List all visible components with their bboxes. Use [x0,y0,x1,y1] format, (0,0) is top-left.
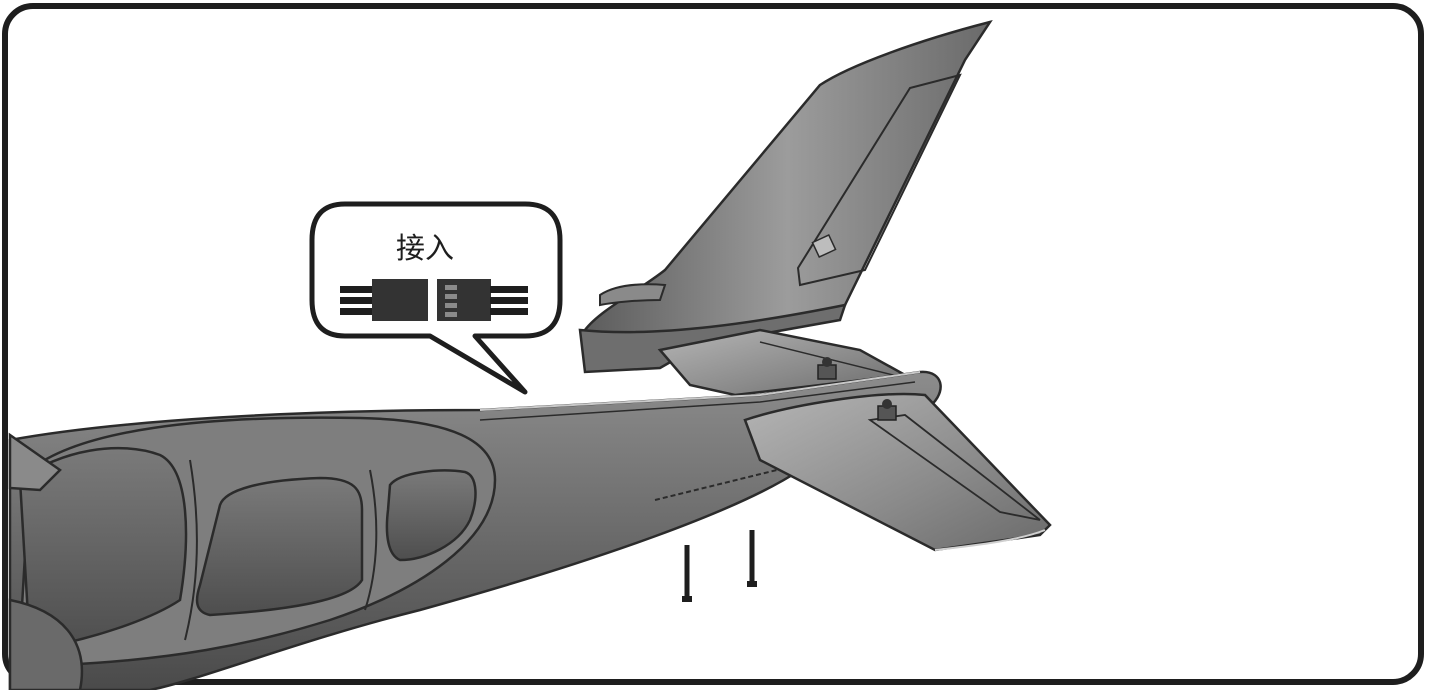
frame-border [2,3,1424,685]
windshield [18,446,188,652]
callout-label: 接入 [395,231,454,265]
rudder-hinge-line [796,73,962,287]
servo-connector-icon [340,279,528,321]
elevator-control-horn [877,399,897,421]
cabin-window-rear [385,469,477,562]
screw-left [682,545,692,602]
wing-root [8,432,62,492]
screw-right [747,530,757,587]
airplane-tail-assembly [8,19,1052,690]
callout-bubble [309,201,563,395]
connect-callout [309,201,563,395]
rudder-control-horn [817,357,837,380]
cabin-window-front [195,476,364,617]
rudder-horn [811,233,837,259]
dorsal-fillet [599,283,667,307]
stabilizer-right [743,392,1052,552]
